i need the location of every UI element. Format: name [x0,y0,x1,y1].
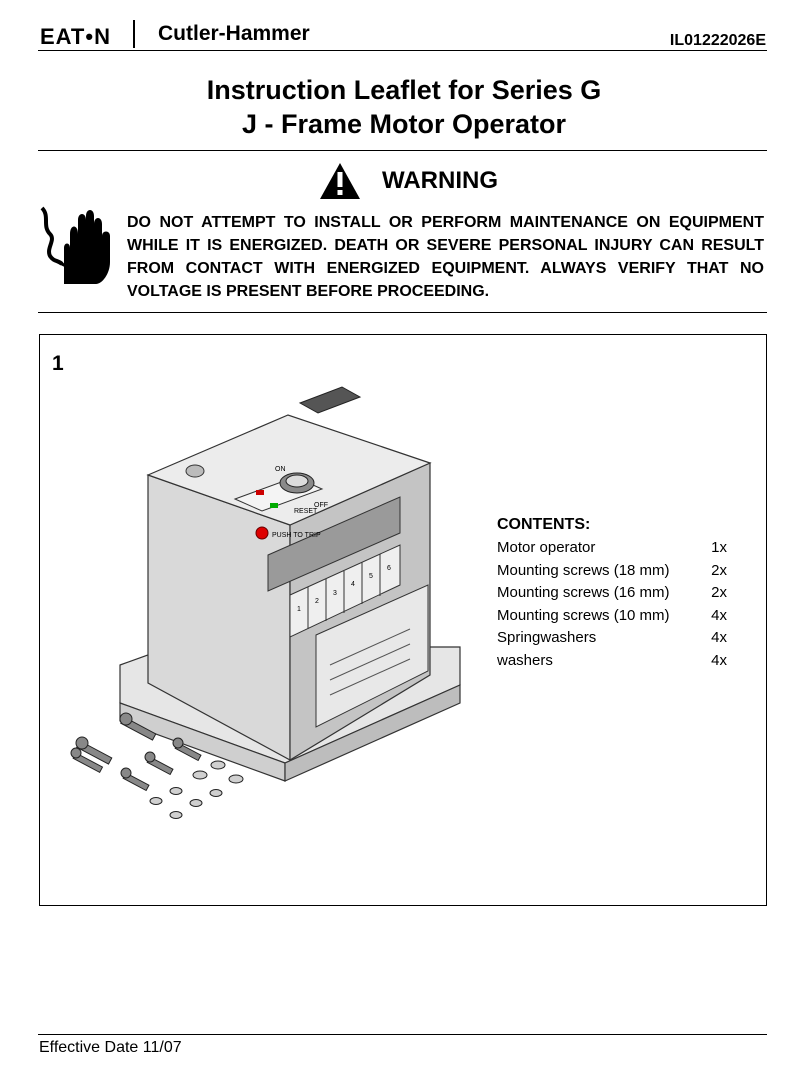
eaton-logo: EAT•N [40,24,111,49]
list-item: Mounting screws (16 mm) 2x [497,584,727,607]
device-label-reset: RESET [294,508,318,515]
effective-date: Effective Date 11/07 [39,1039,182,1056]
page-title-line2: J - Frame Motor Operator [241,109,567,139]
item-name: Springwashers [497,629,597,646]
terminal-3: 3 [333,590,337,597]
terminal-4: 4 [351,581,355,588]
page-title-line1: Instruction Leaflet for Series G [206,75,602,105]
terminal-6: 6 [387,565,391,572]
list-item: Mounting screws (18 mm) 2x [497,562,727,585]
cutler-hammer-logo: Cutler-Hammer [158,22,310,45]
electric-shock-hand-icon [40,206,110,284]
item-name: Mounting screws (10 mm) [497,606,670,624]
item-quantity: 1x [711,539,727,556]
item-quantity: 4x [711,651,727,669]
terminal-1: 1 [297,606,301,613]
contents-heading: CONTENTS: [497,516,591,533]
item-name: washers [497,651,553,669]
list-item: Motor operator 1x [497,539,727,562]
item-quantity: 2x [711,584,727,601]
title-divider [38,150,767,151]
item-name: Mounting screws (18 mm) [497,561,670,579]
list-item: Springwashers 4x [497,629,727,652]
item-name: Motor operator [497,539,596,556]
item-name: Mounting screws (16 mm) [497,584,670,601]
header-divider [38,50,767,51]
terminal-2: 2 [315,598,319,605]
figure-number: 1 [52,352,64,375]
item-quantity: 2x [711,561,727,579]
list-item: Mounting screws (10 mm) 4x [497,607,727,630]
warning-triangle-icon [320,163,360,199]
item-quantity: 4x [711,606,727,624]
document-number: IL01222026E [669,32,766,49]
device-label-off: OFF [314,502,328,509]
warning-text: DO NOT ATTEMPT TO INSTALL OR PERFORM MAI… [127,214,764,300]
device-label-on: ON [275,466,286,473]
warning-heading: WARNING [382,167,498,194]
device-label-push-to-trip: PUSH TO TRIP [272,532,321,539]
item-quantity: 4x [711,629,727,646]
terminal-5: 5 [369,573,373,580]
motor-operator-illustration: ON OFF RESET PUSH TO TRIP 1 2 3 4 5 6 [70,386,461,819]
figure-frame [39,334,767,906]
logo-separator [133,20,135,48]
list-item: washers 4x [497,652,727,675]
contents-list: Motor operator 1x Mounting screws (18 mm… [497,539,727,674]
warning-divider [38,312,767,313]
footer-divider [38,1034,767,1035]
